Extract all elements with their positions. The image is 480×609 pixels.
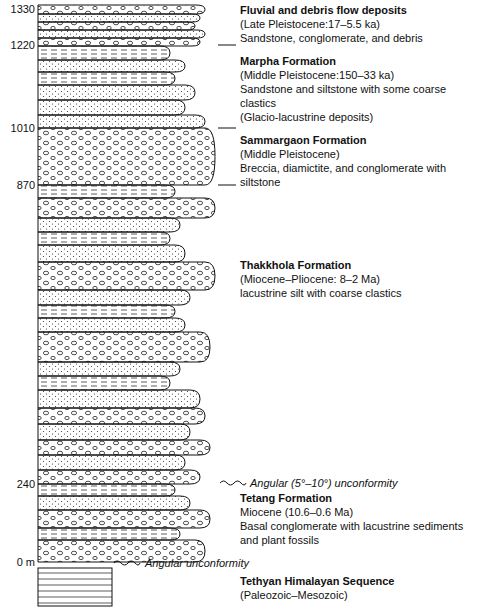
formation-text: Thakkhola Formation bbox=[240, 258, 351, 272]
rock-bed bbox=[38, 510, 210, 528]
formation-text: (Miocene–Pliocene: 8–2 Ma) bbox=[240, 272, 380, 286]
elevation-label: 1220 bbox=[11, 38, 35, 52]
boundary-tick bbox=[218, 128, 236, 129]
rock-bed bbox=[38, 470, 200, 484]
rock-bed bbox=[38, 305, 175, 318]
formation-text: (Glacio-lacustrine deposits) bbox=[240, 110, 373, 124]
formation-text: (Late Pleistocene:17–5.5 ka) bbox=[240, 17, 380, 31]
formation-text: (Middle Pleistocene) bbox=[240, 147, 340, 161]
rock-bed bbox=[38, 72, 175, 85]
formation-text: lacustrine silt with coarse clastics bbox=[240, 286, 401, 300]
rock-bed bbox=[38, 38, 200, 46]
rock-bed bbox=[38, 115, 205, 128]
rock-bed bbox=[38, 60, 185, 72]
rock-bed bbox=[38, 85, 195, 100]
formation-text: Angular (5°–10°) unconformity bbox=[250, 476, 398, 490]
formation-text: Marpha Formation bbox=[240, 54, 336, 68]
formation-text: Tethyan Himalayan Sequence bbox=[240, 574, 394, 588]
formation-text: Sandstone, conglomerate, and debris bbox=[240, 31, 423, 45]
rock-bed bbox=[38, 245, 185, 262]
rock-bed bbox=[38, 362, 180, 376]
rock-bed bbox=[38, 100, 185, 115]
formation-text: Fluvial and debris flow deposits bbox=[240, 3, 407, 17]
rock-bed bbox=[38, 14, 200, 22]
formation-text: Basal conglomerate with lacustrine sedim… bbox=[240, 519, 476, 547]
rock-bed bbox=[38, 440, 210, 455]
rock-bed bbox=[38, 290, 190, 305]
formation-text: Angular unconformity bbox=[145, 556, 249, 570]
rock-bed bbox=[38, 30, 205, 38]
elevation-label: 1330 bbox=[11, 2, 35, 16]
rock-bed bbox=[38, 185, 175, 198]
formation-text: Breccia, diamictite, and conglomerate wi… bbox=[240, 161, 476, 189]
rock-bed bbox=[38, 262, 215, 290]
formation-text: (Middle Pleistocene:150–33 ka) bbox=[240, 68, 394, 82]
formation-text: Sandstone and siltstone with some coarse… bbox=[240, 82, 476, 110]
rock-bed bbox=[38, 390, 200, 408]
rock-bed bbox=[38, 318, 185, 332]
unconformity-wave bbox=[114, 561, 140, 565]
rock-bed bbox=[38, 496, 190, 510]
boundary-tick bbox=[218, 45, 236, 46]
boundary-tick bbox=[218, 185, 236, 186]
elevation-label: 870 bbox=[17, 178, 35, 192]
formation-text: Sammargaon Formation bbox=[240, 133, 367, 147]
rock-bed bbox=[38, 408, 205, 424]
formation-text: Tetang Formation bbox=[240, 491, 332, 505]
elevation-label: 1010 bbox=[11, 121, 35, 135]
formation-text: (Paleozoic–Mesozoic) bbox=[240, 588, 348, 602]
rock-bed bbox=[38, 332, 210, 362]
elevation-label: 240 bbox=[17, 477, 35, 491]
rock-bed bbox=[38, 22, 195, 30]
rock-bed bbox=[38, 46, 170, 60]
formation-text: Miocene (10.6–0.6 Ma) bbox=[240, 505, 353, 519]
rock-bed bbox=[38, 528, 180, 540]
rock-beds bbox=[38, 5, 215, 562]
rock-bed bbox=[38, 484, 175, 496]
rock-bed bbox=[38, 232, 170, 245]
basement-bed bbox=[38, 568, 112, 606]
rock-bed bbox=[38, 376, 170, 390]
rock-bed bbox=[38, 455, 185, 470]
elevation-label: 0 m bbox=[17, 555, 35, 569]
unconformity-wave bbox=[220, 481, 246, 485]
rock-bed bbox=[38, 198, 215, 218]
rock-bed bbox=[38, 5, 205, 14]
rock-bed bbox=[38, 218, 180, 232]
rock-bed bbox=[38, 424, 190, 440]
rock-bed bbox=[38, 128, 215, 185]
